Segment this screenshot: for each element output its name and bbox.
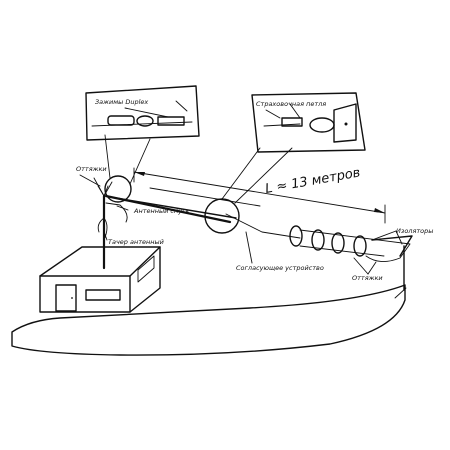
inset-safety-loop	[251, 92, 366, 153]
antenna-mast	[93, 177, 113, 270]
label-antenna-lead: Антенный спуск	[133, 207, 190, 215]
leader-lines	[79, 100, 403, 275]
clamp-insulator	[157, 116, 185, 126]
inset-duplex-clamps	[85, 85, 200, 141]
safety-loop	[309, 117, 335, 133]
label-braces-right: Оттяжки	[352, 274, 383, 282]
label-matching-device: Согласующее устройство	[236, 264, 324, 272]
far-support	[394, 245, 407, 299]
building	[39, 246, 161, 313]
duplex-clamp	[107, 115, 135, 126]
building-side-window	[137, 255, 155, 283]
label-safety-loop: Страховочная петля	[256, 100, 326, 108]
length-dimension	[133, 167, 386, 224]
ground-outline	[11, 284, 406, 356]
building-window	[85, 289, 121, 301]
label-duplex-clamps: Зажимы Duplex	[95, 98, 148, 106]
label-braces-left: Оттяжки	[76, 165, 107, 173]
wire-coils	[289, 225, 367, 257]
detail-circle-left	[104, 134, 151, 203]
building-door	[55, 284, 77, 312]
mounting-bracket	[333, 103, 357, 143]
label-insulators: Изоляторы	[396, 227, 433, 235]
clamp-loop	[136, 115, 154, 127]
detail-circle-middle	[204, 147, 293, 234]
label-antenna-mast: Тачер антенный	[108, 238, 164, 246]
label-length: L ≈ 13 метров	[264, 165, 361, 196]
safety-clamp	[281, 117, 303, 127]
